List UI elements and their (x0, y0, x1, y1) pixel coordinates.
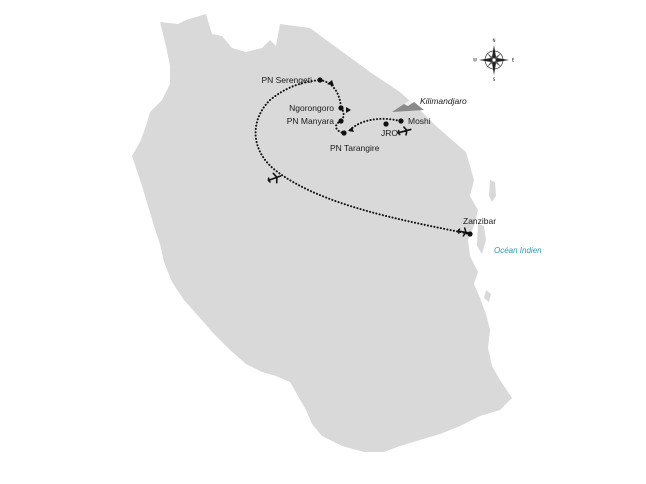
route-serengeti-ngorongoro (319, 79, 342, 109)
label-zanzibar: Zanzibar (463, 216, 496, 226)
label-tarangire: PN Tarangire (330, 143, 380, 153)
compass-s: S (493, 77, 496, 82)
label-moshi: Moshi (408, 116, 431, 126)
pemba-island (489, 180, 496, 202)
label-ngorongoro: Ngorongoro (289, 103, 334, 113)
mountain-snow (404, 100, 414, 106)
marker-manyara (338, 118, 344, 124)
label-manyara: PN Manyara (287, 116, 335, 126)
marker-serengeti (317, 77, 323, 83)
compass-e: E (512, 58, 515, 63)
label-jro: JRO (381, 128, 398, 138)
compass-w: W (473, 58, 477, 63)
lake-victoria-shore (206, 14, 280, 52)
label-kilimandjaro: Kilimandjaro (420, 96, 467, 106)
airplane-icon (457, 227, 470, 237)
zanzibar-island (477, 224, 486, 254)
route-zanzibar-serengeti (254, 79, 471, 235)
airplane-icon (267, 172, 282, 184)
route-arrow-ngorongoro (346, 107, 351, 113)
tanzania-mainland (132, 14, 512, 452)
marker-jro (383, 121, 389, 127)
marker-moshi (398, 118, 404, 124)
mountain-icon (392, 102, 424, 112)
route-arrow-tarangire (348, 127, 354, 132)
route-tarangire-moshi (349, 117, 401, 131)
compass-rose-icon: N S E W (473, 38, 515, 82)
marker-tarangire (341, 130, 347, 136)
markers (317, 77, 473, 237)
marker-ngorongoro (338, 105, 344, 111)
label-serengeti: PN Serengeti (261, 75, 312, 85)
airplane-icon (397, 126, 412, 136)
route-arrow-serengeti (327, 80, 334, 86)
mafia-island (484, 290, 491, 302)
route-manyara-tarangire (335, 120, 344, 134)
compass-n: N (493, 38, 496, 43)
label-ocean: Océan Indien (494, 246, 542, 255)
